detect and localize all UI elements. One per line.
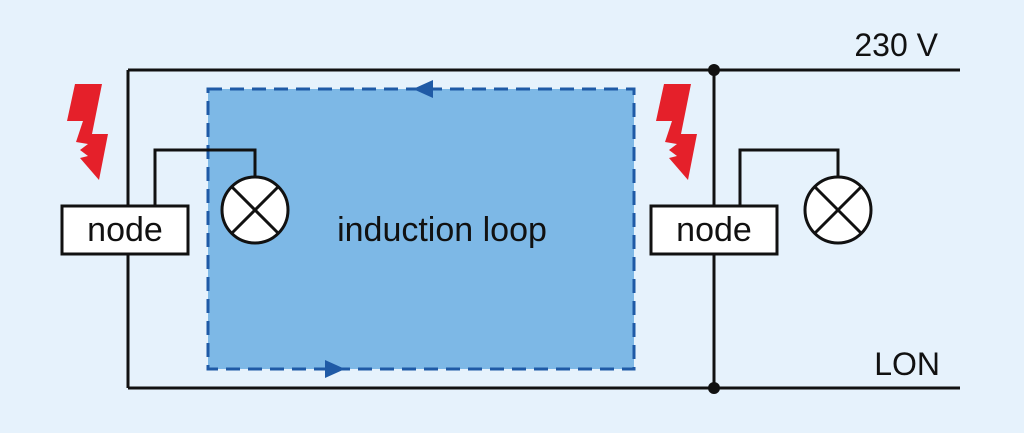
node-label-left: node xyxy=(87,211,163,249)
lightning-icon-left xyxy=(67,84,108,180)
rail-230v-label: 230 V xyxy=(854,27,938,63)
node-label-right: node xyxy=(676,211,752,249)
right-lamp-wire xyxy=(738,148,840,206)
induction-loop-label: induction loop xyxy=(337,211,547,249)
rail-lon-label: LON xyxy=(874,346,940,382)
junction-dot-bottom xyxy=(708,382,720,394)
loop-direction-arrow-bottom-icon xyxy=(325,360,345,378)
node-box-left xyxy=(60,204,190,256)
loop-direction-arrow-top-icon xyxy=(413,80,433,98)
junction-dot-top xyxy=(708,64,720,76)
lightning-icon-right xyxy=(656,84,697,180)
left-lamp-wire xyxy=(153,148,257,206)
node-box-right xyxy=(649,204,779,256)
lamp-icon-right xyxy=(803,175,873,245)
lamp-icon-left xyxy=(220,175,290,245)
